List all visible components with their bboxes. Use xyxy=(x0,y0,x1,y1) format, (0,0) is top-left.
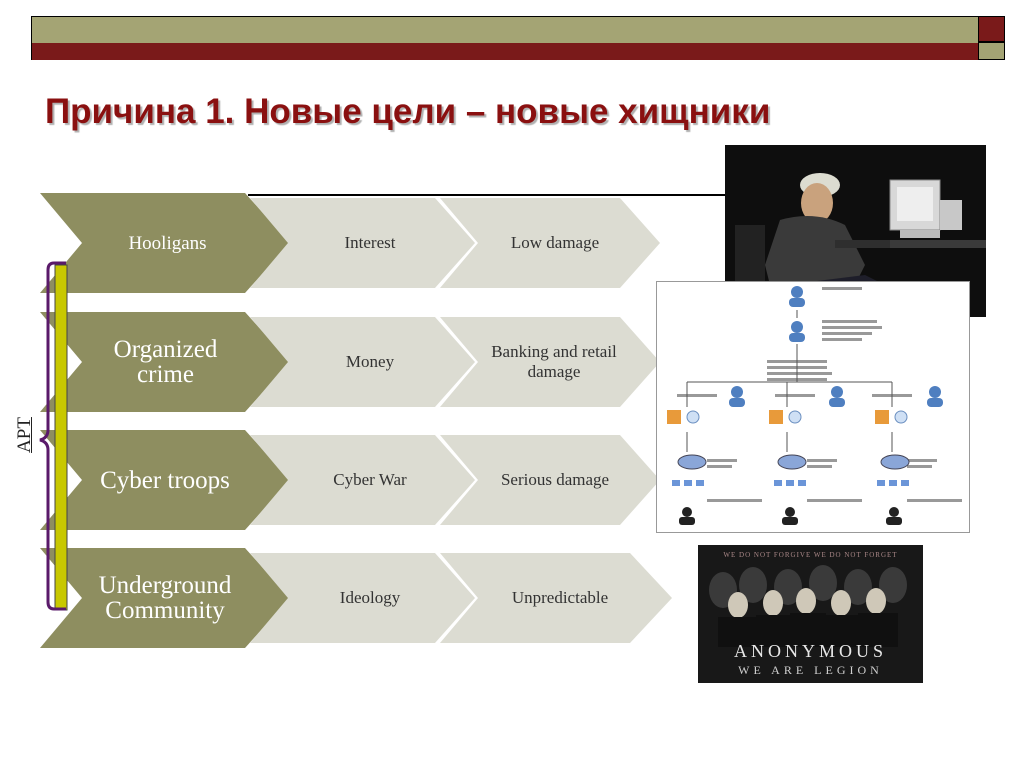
chevron-impact-3 xyxy=(440,435,660,525)
anonymous-top-text: WE DO NOT FORGIVE WE DO NOT FORGET xyxy=(723,551,898,559)
row-1-impact: Low damage xyxy=(510,233,600,253)
row-2-actor: Organized crime xyxy=(113,336,218,388)
row-4-impact: Unpredictable xyxy=(511,588,609,608)
anonymous-subtitle: WE ARE LEGION xyxy=(738,663,883,677)
chevron-motive-3 xyxy=(250,435,475,525)
network-diagram xyxy=(656,281,970,533)
chevron-impact-2 xyxy=(440,317,660,407)
anonymous-crowd xyxy=(698,545,923,683)
slide-title: Причина 1. Новые цели – новые хищники xyxy=(45,92,771,131)
anonymous-poster: WE DO NOT FORGIVE WE DO NOT FORGET ANONY… xyxy=(698,545,923,683)
apt-bracket xyxy=(39,261,66,611)
row-1-actor: Hooligans xyxy=(128,232,207,254)
chevron-actor-3 xyxy=(40,430,290,530)
header-corner-red xyxy=(978,16,1005,42)
header-bar-olive xyxy=(32,17,978,43)
chevron-motive-2 xyxy=(250,317,475,407)
chevron-motive-4 xyxy=(250,553,475,643)
row-2-impact: Banking and retail damage xyxy=(491,342,617,381)
row-1-motive: Interest xyxy=(344,233,396,253)
chevron-motive-1 xyxy=(250,198,475,288)
row-2-motive: Money xyxy=(345,352,395,372)
chevron-impact-1 xyxy=(440,198,660,288)
header-corner-olive xyxy=(978,42,1005,60)
anonymous-title: ANONYMOUS xyxy=(733,641,887,661)
apt-bracket-bar xyxy=(54,264,68,611)
row-4-actor: Underground Community xyxy=(98,572,232,624)
divider-line xyxy=(248,194,728,196)
chevron-actor-1 xyxy=(40,193,290,293)
apt-label: APT xyxy=(14,417,35,453)
row-4-motive: Ideology xyxy=(339,588,401,608)
chevron-actor-2 xyxy=(40,312,290,412)
row-3-motive: Cyber War xyxy=(333,470,407,490)
header-bar-red xyxy=(32,43,978,60)
chevron-impact-4 xyxy=(440,553,672,643)
chevron-actor-4 xyxy=(40,548,290,648)
network-diagram-graphic xyxy=(667,286,962,525)
header-bar xyxy=(31,16,979,60)
row-3-impact: Serious damage xyxy=(500,470,610,490)
row-3-actor: Cyber troops xyxy=(100,466,230,494)
